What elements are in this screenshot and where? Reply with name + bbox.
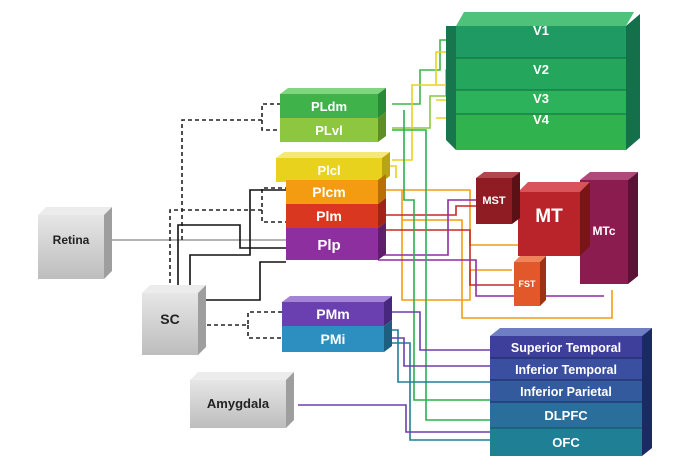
pmi-label: PMi [321, 331, 346, 347]
plm-box: Plm [286, 198, 386, 228]
dashed-line-pm [200, 311, 282, 339]
dashed-line-pl [181, 103, 282, 240]
connection-lines [112, 39, 613, 441]
mst-label: MST [482, 195, 506, 207]
v4-label: V4 [533, 112, 550, 127]
dlpfc-label: DLPFC [544, 408, 588, 423]
plm-label: Plm [316, 208, 342, 224]
plvl-box: PLvl [280, 112, 386, 142]
fst-box: FST [514, 256, 546, 306]
pldm-label: PLdm [311, 99, 347, 114]
superior-temporal-label: Superior Temporal [511, 341, 621, 355]
mt-label: MT [535, 206, 563, 227]
retina-box: Retina [38, 207, 112, 279]
inferior-temporal-label: Inferior Temporal [515, 363, 617, 377]
retina-label: Retina [53, 233, 90, 247]
plcl-box: Plcl [276, 152, 390, 182]
plcl-label: Plcl [317, 163, 340, 178]
v3-label: V3 [533, 91, 549, 106]
cortex-stack: Superior Temporal Inferior Temporal Infe… [490, 328, 652, 456]
dashed-line-sc-pi [169, 187, 286, 290]
sc-solid-lines [177, 189, 286, 301]
amygdala-label: Amygdala [207, 396, 270, 411]
sc-label: SC [160, 311, 179, 327]
pmm-box: PMm [282, 296, 392, 326]
plvl-label: PLvl [315, 123, 342, 138]
plcm-label: Plcm [312, 184, 345, 200]
visual-areas-stack: V1 V2 V3 V4 [446, 12, 640, 150]
inferior-parietal-label: Inferior Parietal [520, 385, 612, 399]
mtc-label: MTc [592, 224, 615, 238]
v2-label: V2 [533, 62, 549, 77]
fst-label: FST [519, 279, 537, 289]
sc-box: SC [142, 285, 206, 355]
pldm-box: PLdm [280, 88, 386, 118]
plcm-box: Plcm [286, 174, 386, 204]
pmi-box: PMi [282, 320, 392, 352]
mt-box: MT [518, 182, 590, 256]
pmm-label: PMm [316, 306, 349, 322]
plp-box: Plp [286, 222, 386, 260]
amygdala-box: Amygdala [190, 372, 294, 428]
v1-label: V1 [533, 23, 549, 38]
mst-box: MST [476, 172, 520, 224]
ofc-label: OFC [552, 435, 580, 450]
plp-label: Plp [317, 237, 340, 254]
